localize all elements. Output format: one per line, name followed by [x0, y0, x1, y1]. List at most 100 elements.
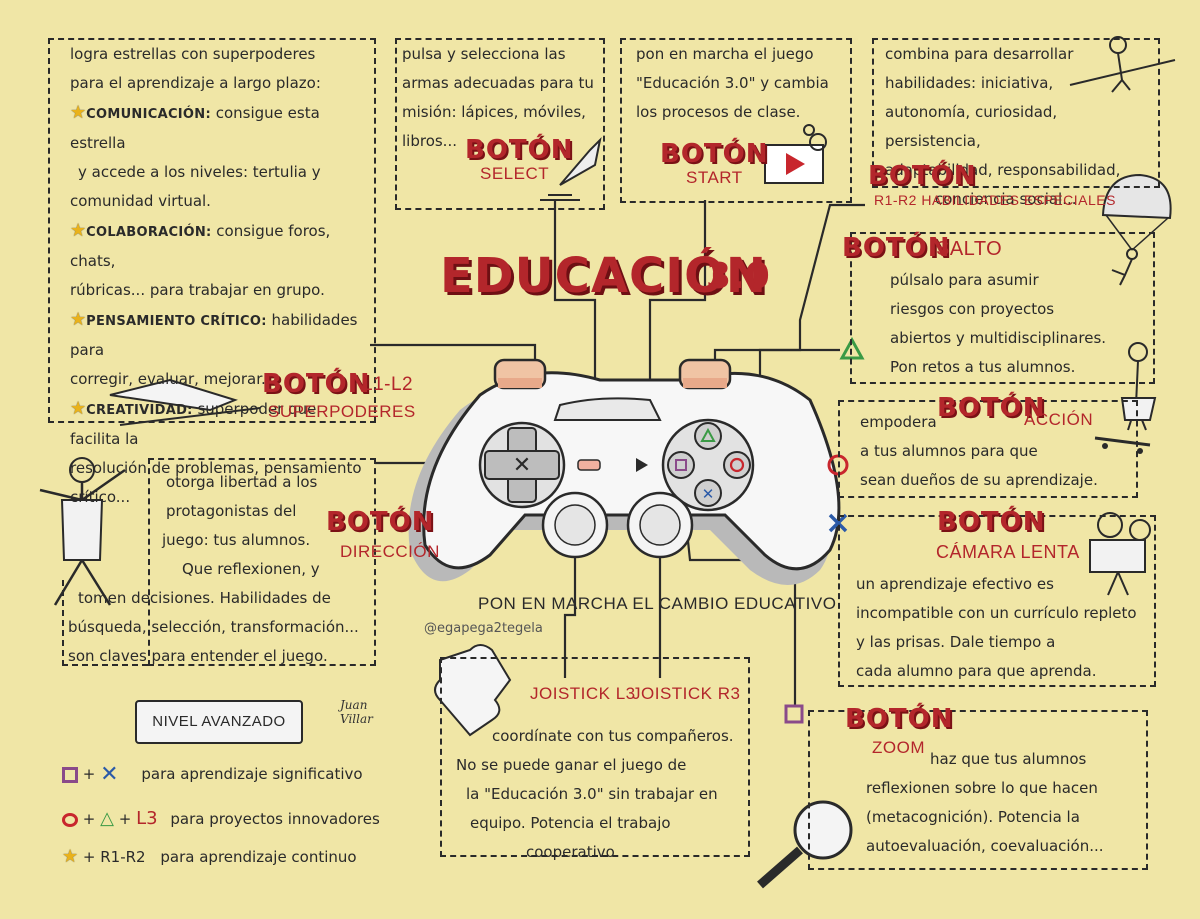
accion-box [838, 400, 1138, 498]
select-box [395, 38, 605, 210]
nivel-title: NIVEL AVANZADO [152, 713, 286, 730]
camara-button-label: BOTÓN [937, 507, 1046, 537]
creatividad-line3: crítico... [70, 488, 131, 506]
tagline: PON EN MARCHA EL CAMBIO EDUCATIVO [478, 594, 837, 613]
start-box [620, 38, 852, 203]
especiales-line5: conciencia social... [935, 190, 1077, 208]
direccion-box [148, 458, 376, 666]
joystick-line3: la "Educación 3.0" sin trabajar en [466, 785, 718, 803]
select-line1: pulsa y selecciona las [402, 45, 566, 63]
start-button-label: BOTÓN [660, 139, 769, 169]
start-line1: pon en marcha el juego [636, 45, 814, 63]
zoom-name: ZOOM [872, 738, 925, 757]
combo-3-keys: + R1-R2 [82, 848, 146, 866]
square-icon [784, 704, 804, 724]
especiales-line3: autonomía, curiosidad, persistencia, [885, 103, 1058, 150]
joystick-text: coordínate con tus compañeros. No se pue… [456, 722, 746, 867]
comunicacion-label: COMUNICACIÓN: [86, 107, 211, 122]
camara-line3: y las prisas. Dale tiempo a [856, 633, 1056, 651]
triangle-icon [839, 336, 865, 360]
start-name: START [686, 168, 743, 187]
direccion-text: otorga libertad a los protagonistas del … [162, 468, 422, 584]
especiales-line1: combina para desarrollar [885, 45, 1074, 63]
especiales-box [872, 38, 1160, 188]
plus-sign: + [118, 810, 132, 828]
combo-1-keys: + [82, 765, 96, 783]
svg-text:✕: ✕ [702, 485, 715, 503]
superpoderes-keys: L1-L2 [362, 374, 414, 395]
pensamiento-line1: habilidades para [70, 311, 358, 359]
superpoderes-box [48, 38, 376, 423]
svg-text:✕: ✕ [513, 453, 531, 478]
accion-name: ACCIÓN [1024, 410, 1094, 429]
direccion-box-extension [62, 580, 148, 666]
joystick-line1: coordínate con tus compañeros. [492, 727, 734, 745]
creatividad-line2: resolución de problemas, pensamiento [70, 459, 362, 477]
direccion-line4: Que reflexionen, y [182, 560, 320, 578]
direccion-button-label: BOTÓN [326, 507, 435, 537]
camara-line4: cada alumno para que aprenda. [856, 662, 1097, 680]
select-button-label: BOTÓN [465, 135, 574, 165]
square-icon [62, 766, 78, 783]
select-text: pulsa y selecciona las armas adecuadas p… [402, 40, 602, 156]
direccion-line6: búsqueda, selección, transformación... [68, 618, 359, 636]
comunicacion-line2: y accede a los niveles: tertulia y [78, 163, 321, 181]
signature: Juan Villar [340, 698, 373, 726]
joystick-line4: equipo. Potencia el trabajo [470, 814, 671, 832]
combo-2: + △ + L3 para proyectos innovadores [62, 808, 380, 829]
star-icon: ★ [70, 102, 87, 123]
salto-line3: abiertos y multidisciplinares. [890, 329, 1107, 347]
page-title: EDUCACIÓN [440, 248, 768, 304]
combo-2-keys: L3 [136, 808, 158, 829]
select-line3: misión: lápices, móviles, [402, 103, 586, 121]
joystick-r3-label: JOISTICK R3 [632, 684, 741, 703]
comunicacion-line3: comunidad virtual. [70, 192, 211, 210]
salto-box [850, 232, 1155, 384]
direccion-text-lower: tomen decisiones. Habilidades de búsqued… [68, 584, 378, 671]
accion-line0: empodera [860, 413, 937, 431]
zoom-box [808, 710, 1148, 870]
salto-name: SALTO [936, 238, 1003, 260]
select-line2: armas adecuadas para tu [402, 74, 594, 92]
zoom-line1: haz que tus alumnos [930, 750, 1087, 768]
cross-icon: ✕ [100, 762, 119, 787]
comunicacion-line1: consigue esta estrella [70, 104, 320, 152]
zoom-button-label: BOTÓN [845, 704, 954, 734]
salto-line4: Pon retos a tus alumnos. [890, 358, 1076, 376]
especiales-name: R1-R2 HABILIDADES ESPECIALES [874, 192, 1116, 208]
salto-button-label: BOTÓN [842, 233, 951, 263]
joystick-box [440, 657, 750, 857]
accion-text: a tus alumnos para que sean dueños de su… [860, 437, 1130, 495]
pensamiento-label: PENSAMIENTO CRÍTICO: [86, 314, 267, 329]
especiales-text: combina para desarrollar habilidades: in… [885, 40, 1155, 214]
zoom-line4: autoevaluación, coevaluación... [866, 837, 1104, 855]
camara-name: CÁMARA LENTA [936, 542, 1080, 562]
combo-3-text: para aprendizaje continuo [160, 848, 357, 866]
colaboracion-label: COLABORACIÓN: [86, 225, 212, 240]
creatividad-line1: superpoder que facilita la [70, 400, 317, 448]
zoom-line3: (metacognición). Potencia la [866, 808, 1080, 826]
title-version: 3.0 [706, 256, 770, 297]
joystick-line2: No se puede ganar el juego de [456, 756, 687, 774]
superpoderes-button-label: BOTÓN [262, 369, 371, 399]
nivel-plaque: NIVEL AVANZADO [135, 700, 303, 744]
salto-line2: riesgos con proyectos [890, 300, 1055, 318]
start-line2: "Educación 3.0" y cambia [636, 74, 829, 92]
direccion-line1: otorga libertad a los [166, 473, 318, 491]
superpoderes-name: SUPERPODERES [268, 402, 416, 421]
superpoderes-intro-1: logra estrellas con superpoderes [70, 45, 316, 63]
zoom-line2: reflexionen sobre lo que hacen [866, 779, 1098, 797]
especiales-line4: adaptabilidad, responsabilidad, [885, 161, 1121, 179]
gamepad [422, 371, 841, 571]
direccion-line2: protagonistas del [166, 502, 297, 520]
especiales-line2: habilidades: iniciativa, [885, 74, 1054, 92]
select-name: SELECT [480, 164, 550, 183]
combo-2-text: para proyectos innovadores [170, 810, 380, 828]
creatividad-label: CREATIVIDAD: [86, 403, 193, 418]
direccion-line3: juego: tus alumnos. [162, 531, 311, 549]
plus-sign: + [82, 810, 96, 828]
combo-3: ★ + R1-R2 para aprendizaje continuo [62, 846, 357, 867]
accion-line1: a tus alumnos para que [860, 442, 1038, 460]
salto-text: púlsalo para asumir riesgos con proyecto… [890, 266, 1150, 382]
